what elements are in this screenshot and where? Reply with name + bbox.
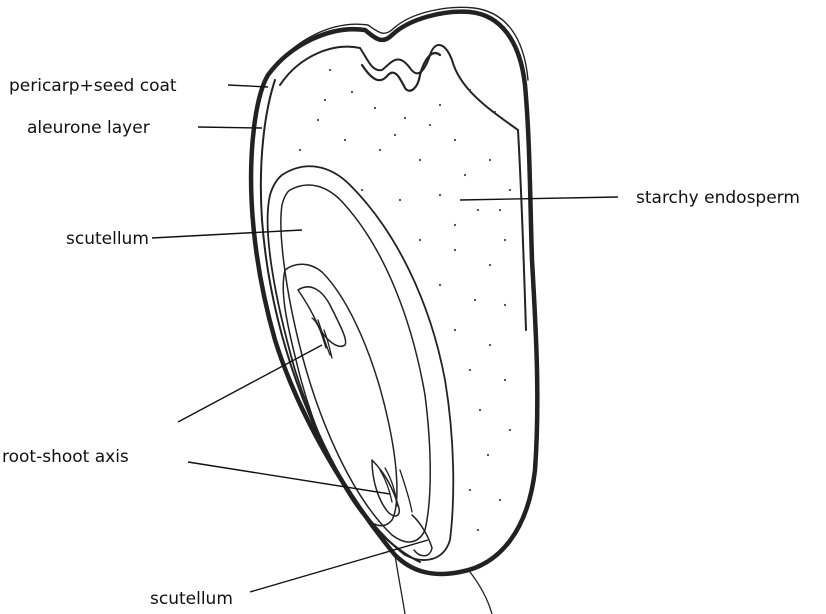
label-scutellum-upper: scutellum [66,229,149,249]
leader-starchy [460,197,618,200]
label-scutellum-lower: scutellum [150,589,233,609]
aleurone-layer-line [280,45,526,330]
leader-lines [152,85,618,592]
aleurone-left-wall [261,80,420,562]
shoot-apex [298,287,346,346]
label-aleurone-layer: aleurone layer [27,118,150,138]
seed-top-notch [362,53,440,91]
label-root-shoot-axis: root-shoot axis [2,447,129,467]
leader-root-shoot-a [178,345,322,422]
leader-scutellum-lower [250,540,428,592]
label-starchy-endosperm: starchy endosperm [636,188,800,208]
leader-aleurone [198,127,262,128]
leader-scutellum-upper [152,230,302,238]
leader-root-shoot-b [188,462,390,494]
label-pericarp-seed-coat: pericarp+seed coat [9,76,177,96]
shoot-apex-inner [312,318,332,358]
